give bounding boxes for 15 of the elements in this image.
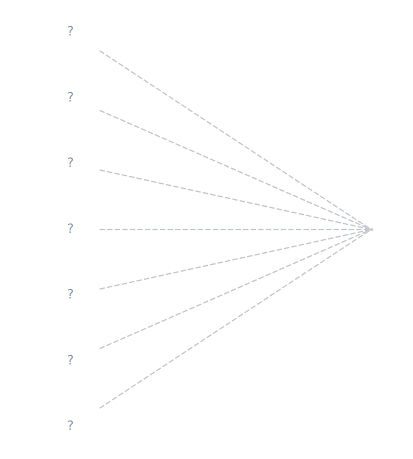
connector [98,110,371,230]
connector [99,169,371,230]
node-text: ? [66,24,74,40]
node-point [370,228,373,231]
node-text: ? [66,419,74,434]
node-text: ? [66,90,74,106]
node-text: ? [66,353,74,368]
connector [99,228,370,230]
connector [99,228,371,290]
connector [98,229,371,409]
connector [98,50,371,230]
connector [98,228,371,350]
node-text: ? [66,288,74,303]
node-text: ? [66,156,74,172]
node-text: ? [66,222,74,237]
